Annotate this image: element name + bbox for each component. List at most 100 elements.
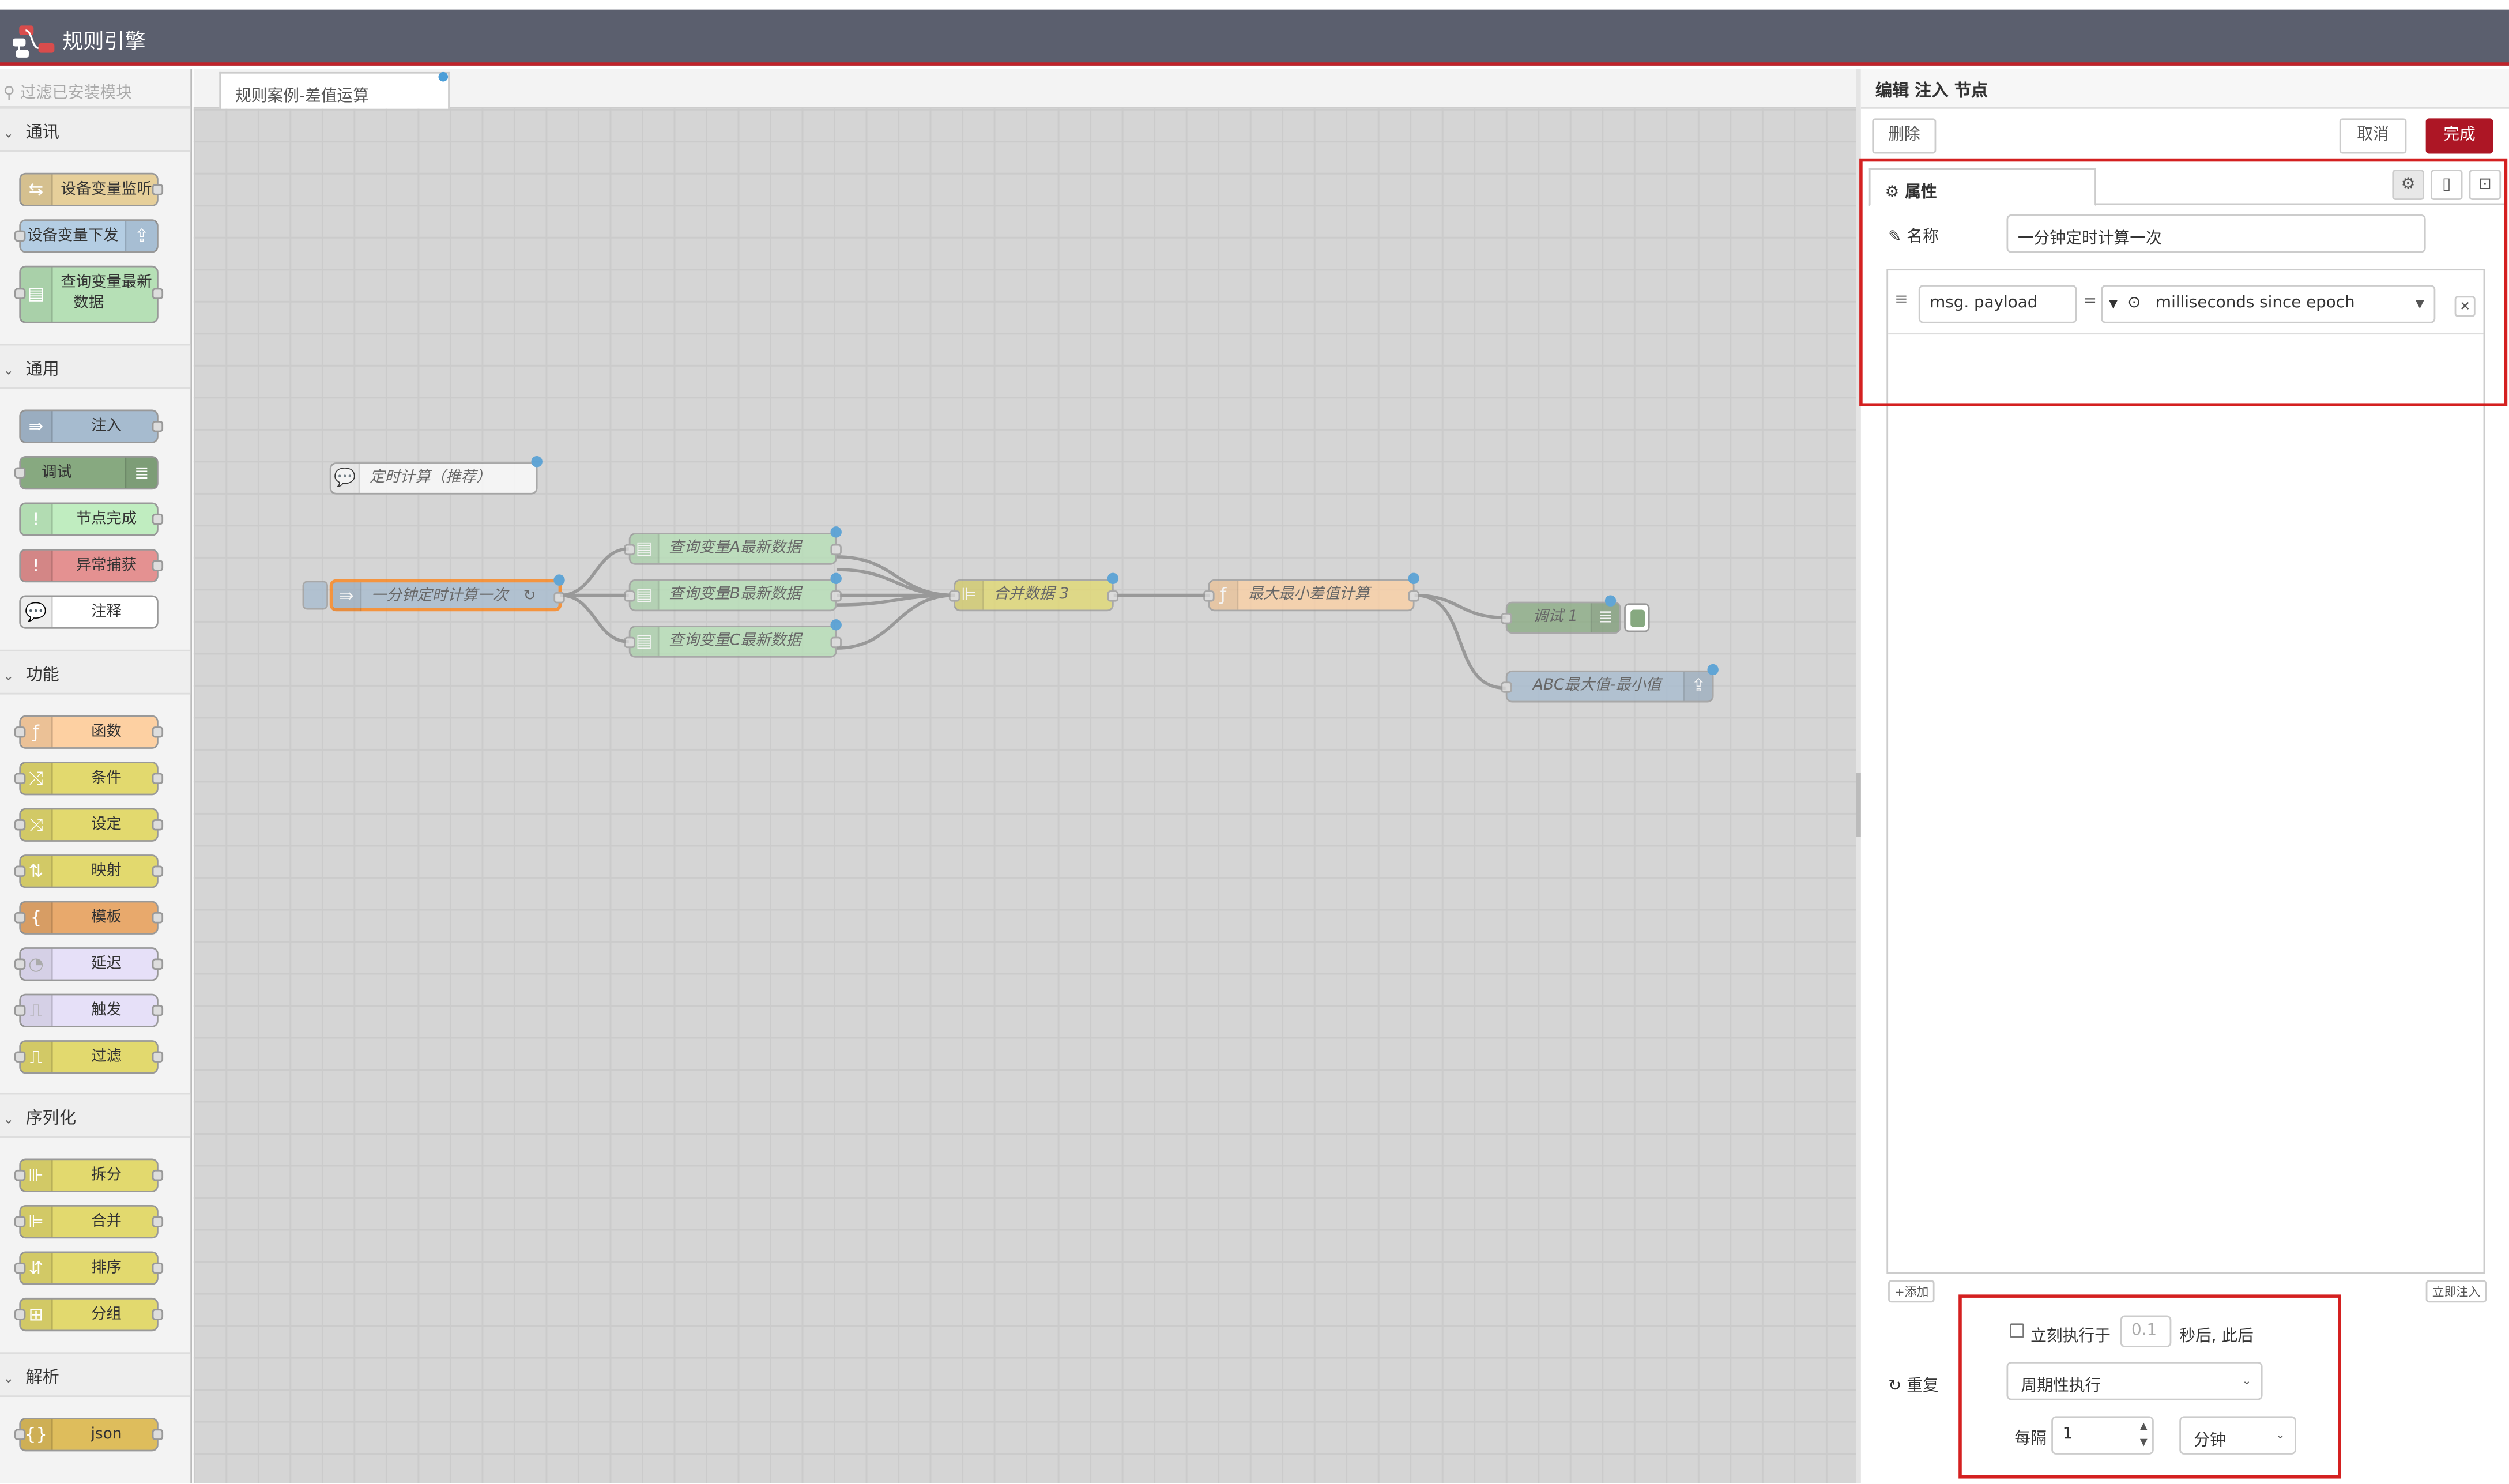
palette-node-var-query[interactable]: ▤ 查询变量最新数据 — [14, 265, 164, 323]
output-port[interactable] — [152, 1169, 164, 1181]
flow-node-output[interactable]: ABC最大值-最小值 ⇪ — [1501, 664, 1719, 703]
output-port[interactable] — [152, 1005, 164, 1016]
palette-category-common[interactable]: ⌄ 通用 — [0, 344, 191, 389]
input-port[interactable] — [624, 544, 635, 556]
interval-input[interactable]: 1 ▲▼ — [2051, 1416, 2154, 1455]
output-port[interactable] — [152, 1429, 164, 1440]
output-port[interactable] — [152, 1051, 164, 1063]
input-port[interactable] — [14, 819, 26, 831]
input-port[interactable] — [624, 636, 635, 649]
cancel-button[interactable]: 取消 — [2339, 118, 2407, 154]
once-delay-input[interactable]: 0.1 — [2120, 1315, 2172, 1347]
input-port[interactable] — [14, 1005, 26, 1016]
input-port[interactable] — [14, 1262, 26, 1274]
input-port[interactable] — [14, 912, 26, 924]
output-port[interactable] — [553, 592, 565, 604]
output-port[interactable] — [152, 819, 164, 831]
name-input[interactable]: 一分钟定时计算一次 — [2006, 214, 2426, 253]
flow-node-query-b[interactable]: ▤ 查询变量B最新数据 — [624, 572, 842, 612]
output-port[interactable] — [830, 544, 842, 556]
output-port[interactable] — [152, 560, 164, 571]
tab-properties[interactable]: ⚙ 属性 — [1868, 168, 2096, 207]
palette-node-function[interactable]: ƒ 函数 — [14, 715, 164, 749]
unit-select[interactable]: 分钟 ⌄ — [2179, 1416, 2296, 1455]
add-property-button[interactable]: +添加 — [1888, 1280, 1935, 1303]
output-port[interactable] — [1107, 590, 1119, 602]
stepper-icon[interactable]: ▲▼ — [2139, 1421, 2148, 1448]
output-port[interactable] — [152, 1216, 164, 1227]
input-port[interactable] — [14, 467, 26, 479]
input-port[interactable] — [624, 590, 635, 602]
output-port[interactable] — [830, 590, 842, 602]
palette-node-change[interactable]: ⤨ 设定 — [14, 808, 164, 842]
input-port[interactable] — [1501, 681, 1512, 693]
palette-node-batch[interactable]: ⊞ 分组 — [14, 1297, 164, 1332]
input-port[interactable] — [948, 590, 960, 602]
palette-node-sort[interactable]: ⇵ 排序 — [14, 1251, 164, 1285]
input-port[interactable] — [14, 865, 26, 877]
palette-node-complete[interactable]: ! 节点完成 — [19, 502, 164, 536]
palette-node-range[interactable]: ⇅ 映射 — [14, 854, 164, 888]
panel-splitter[interactable] — [1856, 69, 1861, 1483]
palette-category-function[interactable]: ⌄ 功能 — [0, 649, 191, 695]
input-port[interactable] — [14, 1169, 26, 1181]
property-value-select[interactable]: ▼ ⊙ milliseconds since epoch ▼ — [2101, 285, 2436, 323]
flow-node-query-a[interactable]: ▤ 查询变量A最新数据 — [624, 526, 842, 565]
palette-node-catch[interactable]: ! 异常捕获 — [19, 548, 164, 583]
description-tab-button[interactable]: ▯ — [2430, 170, 2463, 200]
input-port[interactable] — [14, 1051, 26, 1063]
input-port[interactable] — [1501, 613, 1512, 624]
palette-category-comm[interactable]: ⌄ 通讯 — [0, 107, 191, 152]
drag-handle-icon[interactable]: ≡ — [1894, 291, 1908, 309]
palette-node-var-write[interactable]: 设备变量下发 ⇪ — [14, 219, 159, 253]
palette-node-comment[interactable]: 💬 注释 — [19, 595, 159, 629]
palette-node-split[interactable]: ⊪ 拆分 — [14, 1158, 164, 1192]
output-port[interactable] — [152, 958, 164, 970]
input-port[interactable] — [14, 773, 26, 784]
palette-node-inject[interactable]: ⇛ 注入 — [19, 409, 164, 443]
input-port[interactable] — [14, 1216, 26, 1227]
input-port[interactable] — [14, 958, 26, 970]
done-button[interactable]: 完成 — [2425, 118, 2493, 154]
output-port[interactable] — [152, 420, 164, 432]
palette-search-input[interactable]: ⚲ 过滤已安装模块 — [0, 69, 191, 107]
palette-node-trigger[interactable]: ⎍ 触发 — [14, 993, 164, 1027]
input-port[interactable] — [14, 726, 26, 738]
flow-node-query-c[interactable]: ▤ 查询变量C最新数据 — [624, 619, 842, 658]
palette-node-json[interactable]: {} json — [14, 1418, 164, 1452]
output-port[interactable] — [1408, 590, 1419, 602]
output-port[interactable] — [152, 865, 164, 877]
output-port[interactable] — [152, 912, 164, 924]
delete-button[interactable]: 删除 — [1872, 118, 1937, 154]
output-port[interactable] — [152, 184, 164, 195]
palette-category-sequence[interactable]: ⌄ 序列化 — [0, 1093, 191, 1138]
palette-node-debug[interactable]: 调试 ≣ — [14, 456, 159, 490]
palette-node-template[interactable]: { 模板 — [14, 901, 164, 935]
palette-node-join[interactable]: ⊫ 合并 — [14, 1204, 164, 1239]
input-port[interactable] — [14, 288, 26, 300]
repeat-select[interactable]: 周期性执行 ⌄ — [2006, 1361, 2263, 1400]
output-port[interactable] — [152, 1309, 164, 1320]
output-port[interactable] — [152, 513, 164, 525]
input-port[interactable] — [1203, 590, 1215, 602]
remove-property-button[interactable]: ✕ — [2454, 296, 2476, 317]
once-checkbox[interactable] — [2010, 1323, 2025, 1338]
input-port[interactable] — [14, 1429, 26, 1440]
flow-node-inject[interactable]: ⇛ 一分钟定时计算一次 ↻ — [329, 574, 565, 612]
output-port[interactable] — [830, 636, 842, 649]
palette-node-delay[interactable]: ◔ 延迟 — [14, 947, 164, 981]
appearance-tab-button[interactable]: ⊡ — [2469, 170, 2502, 200]
palette-category-parser[interactable]: ⌄ 解析 — [0, 1352, 191, 1398]
output-port[interactable] — [152, 726, 164, 738]
input-port[interactable] — [14, 1309, 26, 1320]
output-port[interactable] — [152, 773, 164, 784]
flow-node-function[interactable]: ƒ 最大最小差值计算 — [1203, 572, 1419, 612]
palette-node-switch[interactable]: ⤭ 条件 — [14, 762, 164, 796]
flow-canvas[interactable] — [193, 108, 1856, 1483]
tab-flow[interactable]: 规则案例-差值运算 — [219, 71, 450, 111]
inject-now-button[interactable]: 立即注入 — [2425, 1280, 2487, 1303]
palette-node-filter[interactable]: ⎍ 过滤 — [14, 1040, 164, 1074]
input-port[interactable] — [14, 230, 26, 242]
property-key-input[interactable]: msg. payload — [1918, 285, 2077, 323]
palette-node-var-listen[interactable]: ⇆ 设备变量监听 — [19, 172, 164, 207]
